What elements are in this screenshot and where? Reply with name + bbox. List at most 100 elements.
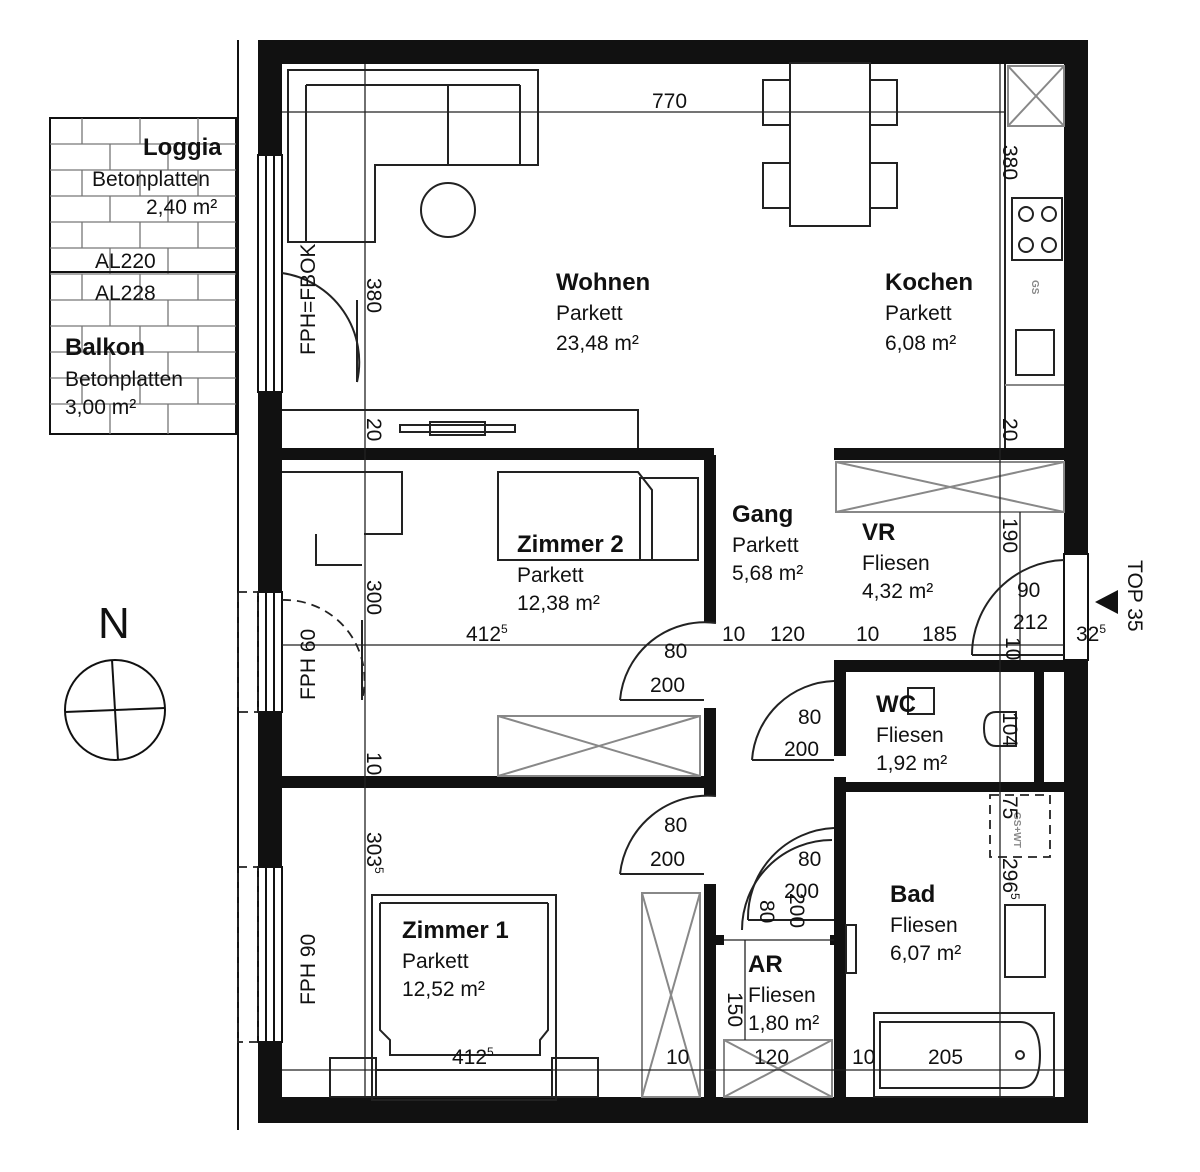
dim-10-z2: 10 <box>362 752 385 775</box>
dim-75: 75 <box>998 796 1021 819</box>
label-fph60: FPH 60 <box>297 629 320 700</box>
doors <box>281 272 1065 931</box>
dim-90: 90 <box>1017 579 1040 602</box>
wardrobes <box>497 461 1065 1098</box>
dim-212: 212 <box>1013 611 1048 634</box>
dim-412-z1-sup: 5 <box>487 1045 494 1059</box>
label-fph90: FPH 90 <box>297 934 320 1005</box>
room-area-vr: 4,32 m² <box>862 580 933 603</box>
room-floor-bad: Fliesen <box>890 914 958 937</box>
dim-412-z2: 4125 <box>466 622 508 646</box>
room-name-vr: VR <box>862 519 895 546</box>
room-floor-ar: Fliesen <box>748 984 816 1007</box>
room-name-zimmer2: Zimmer 2 <box>517 531 624 558</box>
label-gs-wt: GS+WT <box>1011 812 1022 848</box>
dim-296-value: 296 <box>998 858 1021 893</box>
door-wc-width: 80 <box>798 706 821 729</box>
dim-32-sup: 5 <box>1099 622 1106 636</box>
north-label: N <box>98 599 130 648</box>
door-z2-width: 80 <box>664 640 687 663</box>
dim-20-wohnen: 20 <box>362 418 385 441</box>
room-floor-zimmer2: Parkett <box>517 564 584 587</box>
dim-120-gang: 120 <box>770 623 805 646</box>
room-name-zimmer1: Zimmer 1 <box>402 917 509 944</box>
dim-120-ar: 120 <box>754 1046 789 1069</box>
dim-10-gang: 10 <box>722 623 745 646</box>
dim-296-sup: 5 <box>1008 893 1022 900</box>
room-area-wohnen: 23,48 m² <box>556 332 639 355</box>
room-area-wc: 1,92 m² <box>876 752 947 775</box>
room-floor-kochen: Parkett <box>885 302 952 325</box>
door-z1-width: 80 <box>664 814 687 837</box>
room-area-zimmer2: 12,38 m² <box>517 592 600 615</box>
dim-185: 185 <box>922 623 957 646</box>
windows <box>237 154 1089 1043</box>
dim-32: 325 <box>1076 622 1106 646</box>
room-area-ar: 1,80 m² <box>748 1012 819 1035</box>
dim-380-wohnen: 380 <box>362 278 385 313</box>
door-ar-width: 80 <box>755 900 778 923</box>
dim-10-ar: 10 <box>666 1046 689 1069</box>
room-area-zimmer1: 12,52 m² <box>402 978 485 1001</box>
room-name-balkon: Balkon <box>65 334 145 361</box>
dim-303: 3035 <box>362 832 386 874</box>
room-name-loggia: Loggia <box>143 134 222 161</box>
room-floor-gang: Parkett <box>732 534 799 557</box>
room-name-ar: AR <box>748 951 783 978</box>
room-area-balkon: 3,00 m² <box>65 396 136 419</box>
room-name-bad: Bad <box>890 881 935 908</box>
zimmer2-furniture <box>282 471 699 566</box>
room-name-gang: Gang <box>732 501 793 528</box>
dim-412-z2-sup: 5 <box>501 622 508 636</box>
room-floor-wohnen: Parkett <box>556 302 623 325</box>
door-wc-height: 200 <box>784 738 819 761</box>
dim-303-value: 303 <box>362 832 385 867</box>
room-floor-wc: Fliesen <box>876 724 944 747</box>
room-floor-zimmer1: Parkett <box>402 950 469 973</box>
room-area-loggia: 2,40 m² <box>146 196 217 219</box>
door-z1-height: 200 <box>650 848 685 871</box>
room-floor-vr: Fliesen <box>862 552 930 575</box>
label-gs: GS <box>1029 280 1040 295</box>
dim-380-kochen: 380 <box>998 145 1021 180</box>
kitchen-counter <box>1004 64 1065 448</box>
room-area-bad: 6,07 m² <box>890 942 961 965</box>
dim-300: 300 <box>362 580 385 615</box>
dim-412-z2-value: 412 <box>466 623 501 646</box>
dim-10-entry: 10 <box>1001 637 1024 660</box>
room-floor-loggia: Betonplatten <box>92 168 210 191</box>
north-arrow <box>64 659 166 761</box>
door-ar-height: 200 <box>785 893 808 928</box>
dim-770: 770 <box>652 90 687 113</box>
dim-10-gang2: 10 <box>856 623 879 646</box>
label-al228: AL228 <box>95 282 156 305</box>
dim-150: 150 <box>723 992 746 1027</box>
dim-20-kochen: 20 <box>998 418 1021 441</box>
wohnen-furniture <box>282 62 898 448</box>
dim-412-z1: 4125 <box>452 1045 494 1069</box>
dim-412-z1-value: 412 <box>452 1046 487 1069</box>
room-name-wohnen: Wohnen <box>556 269 650 296</box>
dim-10-bad: 10 <box>852 1046 875 1069</box>
top-label: TOP 35 <box>1123 560 1146 632</box>
dim-190: 190 <box>998 518 1021 553</box>
room-area-gang: 5,68 m² <box>732 562 803 585</box>
bathroom-fixtures <box>845 687 1055 1098</box>
zimmer1-bed <box>329 894 599 1101</box>
dim-205: 205 <box>928 1046 963 1069</box>
label-al220: AL220 <box>95 250 156 273</box>
room-name-wc: WC <box>876 691 916 718</box>
dim-104: 104 <box>998 712 1021 747</box>
dim-303-sup: 5 <box>372 867 386 874</box>
dim-32-value: 32 <box>1076 623 1099 646</box>
dimension-lines <box>282 64 1064 1097</box>
door-bad-width: 80 <box>798 848 821 871</box>
entrance-arrow <box>1095 590 1118 614</box>
door-bad-height: 200 <box>784 880 819 903</box>
walls <box>258 40 1088 1123</box>
room-floor-balkon: Betonplatten <box>65 368 183 391</box>
room-name-kochen: Kochen <box>885 269 973 296</box>
loggia-balkon-paving <box>49 117 237 435</box>
room-area-kochen: 6,08 m² <box>885 332 956 355</box>
